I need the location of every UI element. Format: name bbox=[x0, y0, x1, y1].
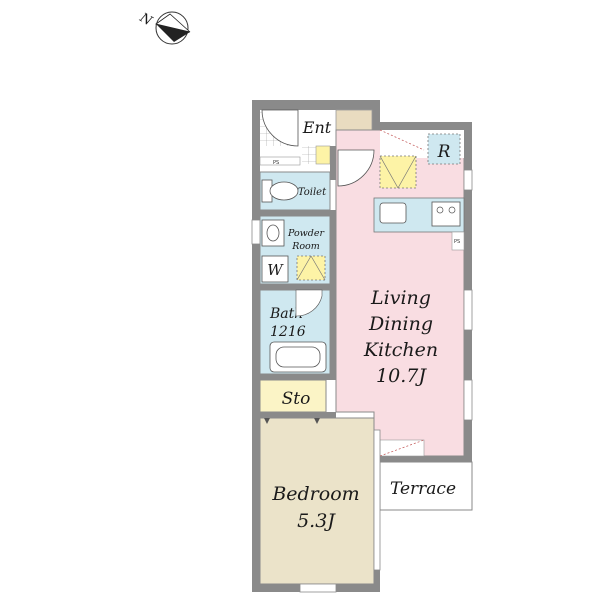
washer-space bbox=[261, 255, 289, 283]
bath-door-swing-icon bbox=[295, 289, 323, 317]
appliance-placeholder bbox=[296, 255, 326, 281]
powder-room-label-1: Powder bbox=[287, 228, 326, 239]
entrance-label: Ent bbox=[302, 118, 332, 137]
north-label: N bbox=[136, 10, 155, 29]
entrance-door-swing-icon bbox=[261, 109, 299, 147]
refrigerator-space bbox=[427, 133, 461, 165]
storage-label: Sto bbox=[282, 389, 311, 409]
north-arrow-icon: N bbox=[136, 10, 191, 45]
refrigerator-label: R bbox=[437, 142, 451, 162]
terrace-label: Terrace bbox=[390, 479, 456, 499]
windows bbox=[251, 169, 473, 593]
powder-room-label-2: Room bbox=[291, 241, 320, 252]
ldk-label-2: Dining bbox=[368, 313, 433, 335]
ldk-label-3: Kitchen bbox=[363, 339, 438, 361]
terrace: Terrace bbox=[379, 461, 473, 511]
ps-mark-1: PS bbox=[273, 160, 279, 166]
ps-mark-2: PS bbox=[454, 239, 460, 245]
bedroom-label-1: Bedroom bbox=[271, 483, 359, 505]
stove-icon bbox=[431, 201, 461, 227]
bedroom-label-2: 5.3J bbox=[297, 510, 336, 532]
storage: Sto bbox=[259, 379, 336, 418]
ldk-label-4: 10.7J bbox=[376, 365, 427, 387]
bath-room: Bath 1216 bbox=[259, 289, 336, 380]
toilet-bowl-icon bbox=[269, 181, 299, 201]
ldk-door-swing-icon bbox=[337, 149, 375, 187]
toilet-room: Toilet bbox=[259, 171, 336, 216]
ldk-label-1: Living bbox=[370, 287, 431, 309]
bath-label-1: Bath bbox=[269, 306, 303, 322]
bedroom: Bedroom 5.3J bbox=[259, 417, 375, 585]
appliance-placeholder-2 bbox=[379, 155, 417, 189]
kitchen-sink-icon bbox=[379, 202, 407, 224]
powder-room: Powder Room W bbox=[259, 215, 336, 290]
toilet-label: Toilet bbox=[298, 187, 327, 198]
ldk-room: R PS Living Dining Kitchen 10.7J bbox=[335, 129, 465, 457]
bath-label-2: 1216 bbox=[270, 324, 306, 340]
washer-label: W bbox=[267, 261, 284, 279]
